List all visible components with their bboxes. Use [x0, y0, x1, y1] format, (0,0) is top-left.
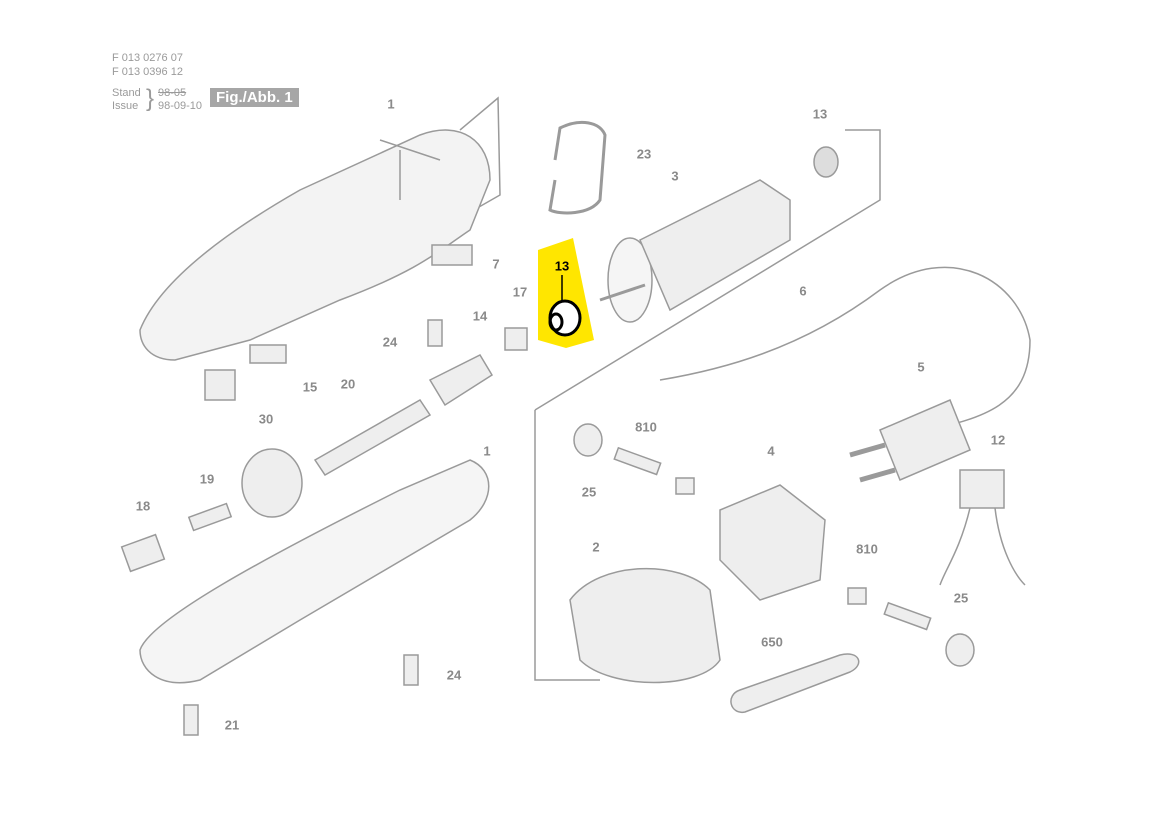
brush-810-right: [847, 587, 867, 605]
label-1-lower: 1: [483, 443, 491, 459]
shaft-20: [313, 399, 432, 476]
cap-25-left: [573, 423, 603, 457]
label-810: 810: [635, 419, 657, 435]
screw-21: [183, 704, 199, 736]
issue-label: Issue: [112, 100, 139, 112]
spring-810-left: [613, 446, 662, 476]
label-13: 13: [812, 106, 828, 122]
ring-23: [548, 120, 607, 215]
label-1: 1: [387, 96, 395, 112]
label-7: 7: [492, 256, 500, 272]
label-6: 6: [799, 283, 807, 299]
label-14: 14: [472, 308, 488, 324]
part-number-1: F 013 0276 07: [112, 52, 183, 64]
screw-24-top: [427, 319, 443, 347]
label-15: 15: [302, 379, 318, 395]
plug-5: [879, 399, 971, 481]
label-4: 4: [767, 443, 775, 459]
label-17: 17: [512, 284, 528, 300]
cable: [659, 266, 1031, 441]
part-7: [431, 244, 473, 266]
label-25: 25: [581, 484, 597, 500]
label-12: 12: [990, 432, 1006, 448]
spring-810-right: [883, 601, 932, 631]
armature: [639, 179, 791, 312]
field-coil-2: [569, 567, 721, 684]
nut-18: [120, 533, 166, 573]
capacitor-12: [959, 469, 1005, 509]
part-17: [504, 327, 528, 351]
spring-15: [249, 344, 287, 364]
part-number-2: F 013 0396 12: [112, 66, 183, 78]
label-13-highlighted: 13: [554, 258, 570, 274]
label-25-right: 25: [953, 590, 969, 606]
sleeve-14: [428, 354, 494, 407]
label-24-lower: 24: [446, 667, 462, 683]
part-15: [204, 369, 236, 401]
frame-lines: [459, 96, 501, 216]
label-19: 19: [199, 471, 215, 487]
label-30: 30: [258, 411, 274, 427]
label-2: 2: [592, 539, 600, 555]
label-20: 20: [340, 376, 356, 392]
stand-label: Stand: [112, 87, 141, 99]
label-3: 3: [671, 168, 679, 184]
armature-fan: [607, 237, 653, 323]
tool-housing: [139, 129, 491, 361]
nut-30: [241, 448, 303, 518]
label-18: 18: [135, 498, 151, 514]
screw-24-bottom: [403, 654, 419, 686]
brace-icon: }: [146, 85, 155, 112]
cap-25-right: [945, 633, 975, 667]
issue-value: 98-09-10: [158, 100, 203, 112]
label-650: 650: [761, 634, 783, 650]
lower-housing: [139, 459, 490, 684]
label-21: 21: [224, 717, 240, 733]
label-23: 23: [636, 146, 652, 162]
bearing-13-top: [813, 146, 839, 178]
collet-19: [187, 502, 233, 532]
wrench-650: [730, 653, 860, 713]
brush-810-left: [675, 477, 695, 495]
figure-label: Fig./Abb. 1: [210, 88, 299, 107]
label-5: 5: [917, 359, 925, 375]
brush-holder-4: [719, 484, 826, 601]
label-810-right: 810: [856, 541, 878, 557]
stand-value: 98-05: [158, 87, 187, 99]
label-24: 24: [382, 334, 398, 350]
